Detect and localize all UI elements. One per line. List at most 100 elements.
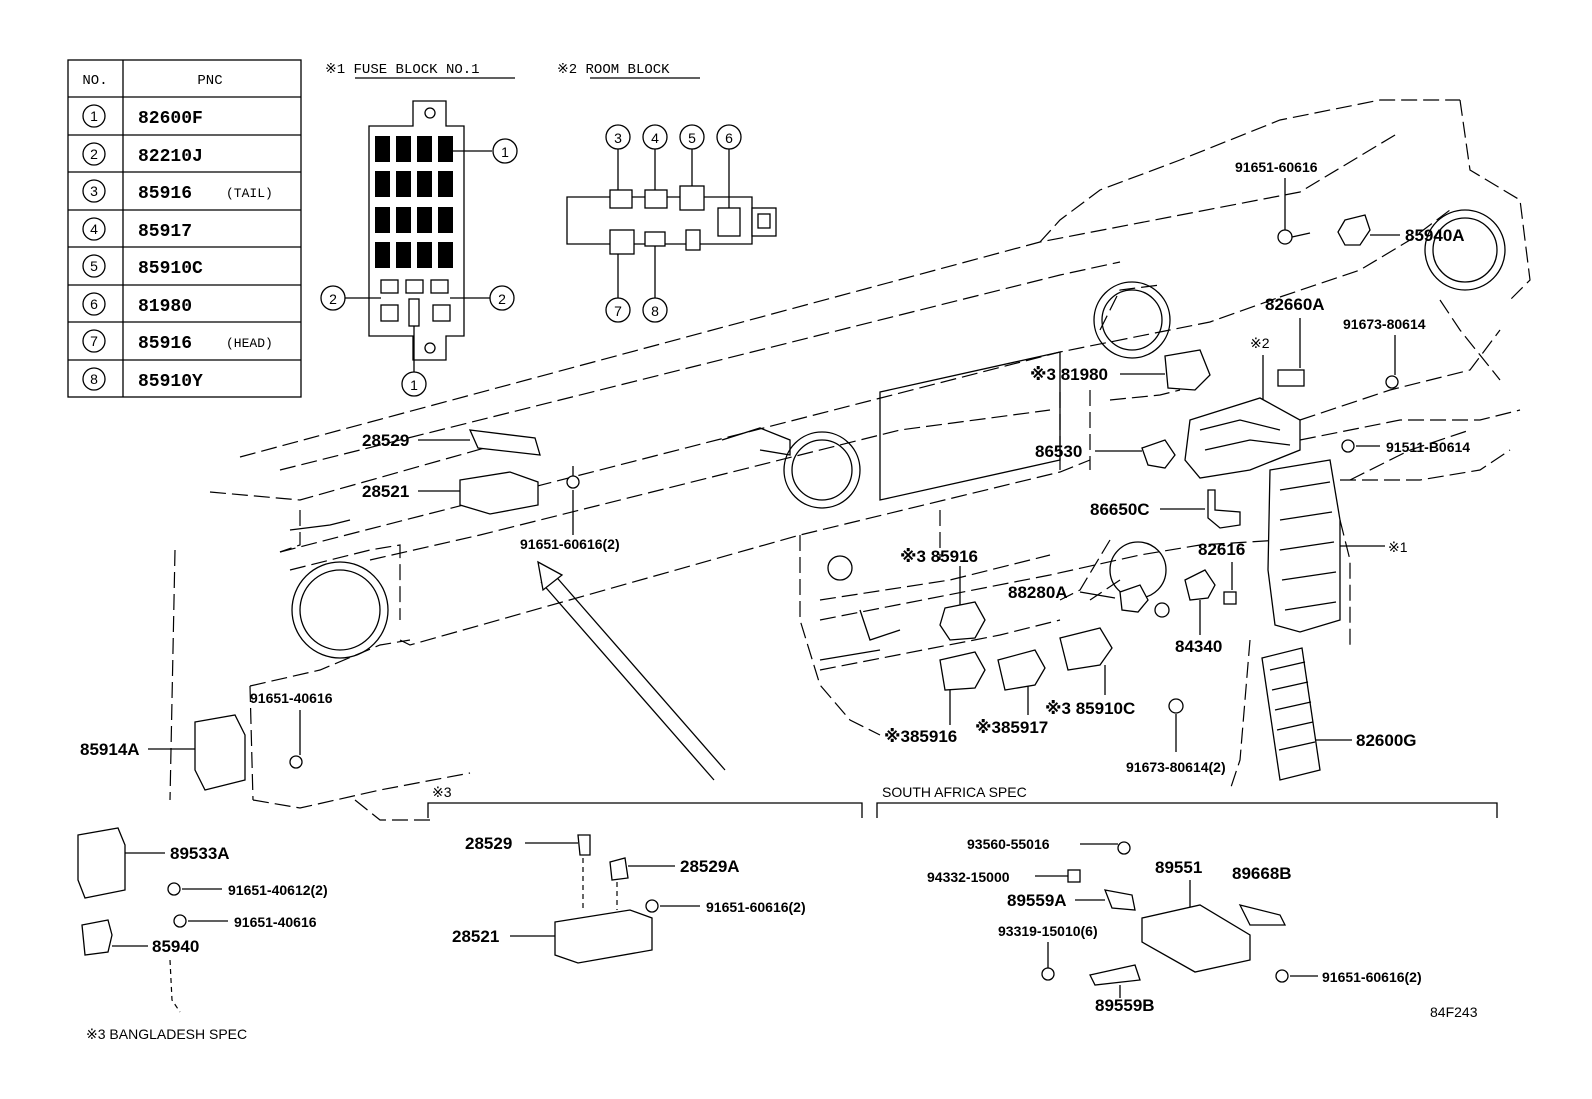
bracket-89559A [1103, 889, 1136, 911]
relay-85916 [939, 651, 986, 691]
label-91651-40616: 91651-40616 [250, 690, 333, 706]
table-row: 5 85910C [82, 254, 203, 279]
bolt [566, 466, 580, 489]
label-91651-40612-2: 91651-40612(2) [228, 882, 328, 898]
callout-4: 4 [651, 130, 659, 146]
bolt [1341, 439, 1355, 453]
table-row-no: 6 [90, 296, 98, 312]
label-89551: 89551 [1155, 858, 1202, 877]
room-block-heading: ※2 ROOM BLOCK [557, 62, 670, 78]
bracket-89668B [1238, 904, 1287, 926]
relay-85914A [194, 714, 246, 791]
table-row-pnc: 85917 [138, 222, 192, 242]
relay-85916 [939, 601, 986, 641]
table-row: 2 82210J [82, 142, 203, 167]
label-84340: 84340 [1175, 637, 1222, 656]
table-row-no: 3 [90, 183, 98, 199]
table-row-suffix: (HEAD) [226, 336, 273, 351]
bolt [289, 755, 303, 769]
bolt [1275, 969, 1289, 983]
callout-1: 1 [410, 377, 418, 393]
relay-85917 [997, 649, 1046, 691]
relay-85940A [1337, 214, 1371, 246]
callout-3: 3 [614, 130, 622, 146]
view-arrow [537, 560, 726, 781]
nut [1067, 869, 1081, 883]
room-block [1184, 397, 1301, 479]
note3-heading: ※3 [432, 784, 452, 800]
switch-84340 [1184, 569, 1216, 601]
label-85916: ※385916 [884, 727, 957, 746]
label-mark1: ※1 [1388, 539, 1408, 555]
table-row: 1 82600F [82, 104, 203, 129]
callout-5: 5 [688, 130, 696, 146]
bolt [645, 899, 659, 913]
buzzer-86530 [1141, 439, 1176, 469]
bracket-86650C [1207, 489, 1241, 529]
label-93560-55016: 93560-55016 [967, 836, 1050, 852]
bolt [167, 882, 181, 896]
callout-1: 1 [501, 144, 509, 160]
grommet [1154, 602, 1170, 618]
label-85940A: 85940A [1405, 226, 1465, 245]
relay-88280A [1119, 584, 1149, 613]
table-header-pnc: PNC [197, 73, 222, 89]
relay-28521 [459, 471, 539, 515]
label-91651-60616-2: 91651-60616(2) [520, 536, 620, 552]
note3-detail-box: ※3 28529 28529A 91651-60616(2) 28521 [427, 784, 863, 964]
table-row-no: 1 [90, 108, 98, 124]
flasher-81980 [1164, 349, 1211, 391]
bolt [173, 914, 187, 928]
table-row: 4 85917 [82, 217, 192, 242]
drawing-code: 84F243 [1430, 1004, 1478, 1020]
table-row-no: 7 [90, 333, 98, 349]
callout-2: 2 [329, 291, 337, 307]
table-row-pnc: 85910Y [138, 372, 203, 392]
bolt [1041, 967, 1055, 981]
label-88280A: 88280A [1008, 583, 1068, 602]
relay-85910C [1059, 627, 1113, 671]
label-85910C: ※3 85910C [1045, 699, 1135, 718]
label-85917: ※385917 [975, 718, 1048, 737]
relay-82660A [1277, 369, 1305, 387]
bolt [1385, 375, 1399, 389]
label-85940: 85940 [152, 937, 199, 956]
instrument-panel-outline [169, 99, 1531, 821]
table-row-pnc: 81980 [138, 297, 192, 317]
table-row-no: 4 [90, 221, 98, 237]
table-row-suffix: (TAIL) [226, 186, 273, 201]
label-91651-60616-2: 91651-60616(2) [706, 899, 806, 915]
table-row-pnc: 85916 [138, 184, 192, 204]
callout-6: 6 [725, 130, 733, 146]
label-82600G: 82600G [1356, 731, 1417, 750]
callout-2: 2 [498, 291, 506, 307]
room-block-detail: ※2 ROOM BLOCK 3 4 5 6 7 8 [557, 62, 777, 323]
table-row: 8 85910Y [82, 367, 203, 392]
bracket-89559B [1089, 964, 1141, 986]
callout-8: 8 [651, 303, 659, 319]
table-header-no: NO. [82, 73, 107, 89]
table-row-pnc: 85916 [138, 334, 192, 354]
table-row-pnc: 85910C [138, 259, 203, 279]
label-85914A: 85914A [80, 740, 140, 759]
table-row-no: 2 [90, 146, 98, 162]
clip-82616 [1223, 591, 1237, 605]
label-28529: 28529 [362, 431, 409, 450]
label-91673-80614: 91673-80614 [1343, 316, 1426, 332]
label-86530: 86530 [1035, 442, 1082, 461]
table-row-pnc: 82210J [138, 147, 203, 167]
callout-7: 7 [614, 303, 622, 319]
label-89559B: 89559B [1095, 996, 1155, 1015]
cover-82600G [1261, 647, 1321, 781]
relay-28521 [554, 909, 653, 964]
fuse-block-heading: ※1 FUSE BLOCK NO.1 [325, 62, 480, 78]
label-85916: ※3 85916 [900, 547, 978, 566]
label-81980: ※3 81980 [1030, 365, 1108, 384]
pnc-table: NO. PNC 1 82600F 2 82210J 3 85916 (TAIL)… [67, 59, 302, 398]
bracket-28529 [577, 834, 591, 856]
label-mark2: ※2 [1250, 335, 1270, 351]
table-row: 7 85916 (HEAD) [82, 329, 273, 354]
label-82616: 82616 [1198, 540, 1245, 559]
ecu-89551 [1141, 904, 1251, 973]
table-row: 3 85916 (TAIL) [82, 179, 273, 204]
